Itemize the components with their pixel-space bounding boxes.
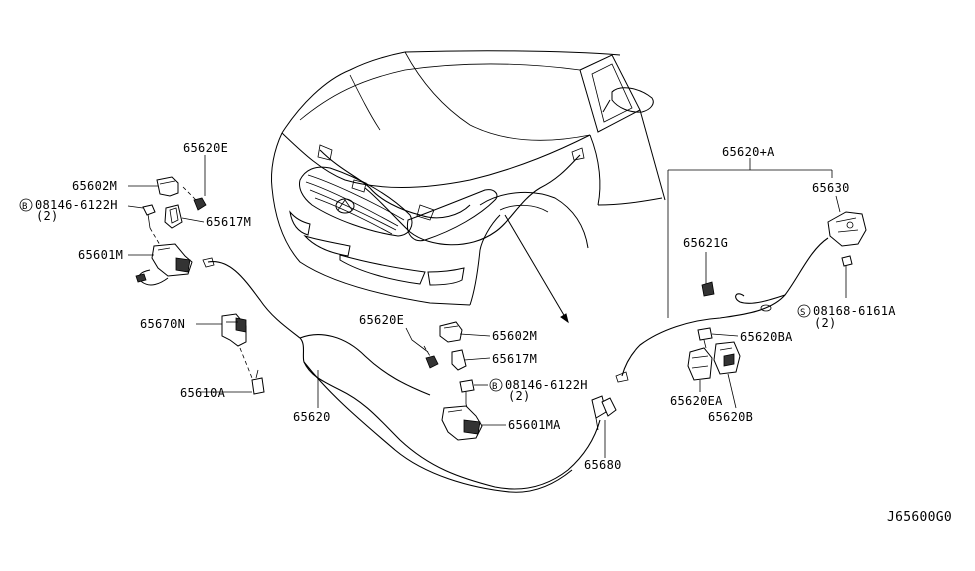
diagram-code: J65600G0: [887, 510, 952, 525]
label-screw: 08168-6161A: [813, 304, 896, 318]
label-65620E-mid: 65620E: [359, 313, 404, 327]
screw-symbol: S: [800, 308, 806, 318]
label-65617M-top: 65617M: [206, 215, 251, 229]
screw-symbol-circle: [797, 304, 811, 318]
vehicle-front-outline: [271, 50, 666, 306]
bolt-symbol-top: B: [22, 202, 28, 212]
label-65602M-mid: 65602M: [492, 329, 537, 343]
leader-lines: [127, 155, 847, 458]
label-bolt-top-qty: (2): [36, 209, 59, 223]
label-65601MA: 65601MA: [508, 418, 561, 432]
label-65630: 65630: [812, 181, 850, 195]
hood-lock-bracket-65670N: [221, 313, 265, 395]
label-65621G: 65621G: [683, 236, 728, 250]
label-bolt-mid-qty: (2): [508, 389, 531, 403]
label-65620: 65620: [293, 410, 331, 424]
label-65601M: 65601M: [78, 248, 123, 262]
bolt-symbol-mid: B: [492, 382, 498, 392]
hood-release-handle-65680: [591, 395, 617, 431]
label-65620A: 65620+A: [722, 145, 775, 159]
release-cable-assembly-65620A: [615, 211, 867, 383]
label-65620BA: 65620BA: [740, 330, 793, 344]
bolt-symbol-circle-mid: [489, 378, 503, 392]
label-65617M-mid: 65617M: [492, 352, 537, 366]
label-bolt-top: 08146-6122H: [35, 198, 118, 212]
label-65610A: 65610A: [180, 386, 226, 400]
secondary-hood-lock-assembly: [423, 321, 483, 441]
part-labels: 65620E 65602M B 08146-6122H (2) 65617M 6…: [19, 141, 952, 525]
label-65620EA: 65620EA: [670, 394, 723, 408]
cable-routing-in-vehicle: [317, 144, 585, 324]
label-65620B: 65620B: [708, 410, 753, 424]
bolt-symbol-circle-top: [19, 198, 33, 212]
main-cable-65620: [202, 257, 601, 493]
label-screw-qty: (2): [814, 316, 837, 330]
primary-hood-lock-assembly: [135, 176, 207, 286]
label-bolt-mid: 08146-6122H: [505, 378, 588, 392]
label-65670N: 65670N: [140, 317, 185, 331]
label-65602M-top: 65602M: [72, 179, 117, 193]
label-65680: 65680: [584, 458, 622, 472]
label-65620E-top: 65620E: [183, 141, 228, 155]
